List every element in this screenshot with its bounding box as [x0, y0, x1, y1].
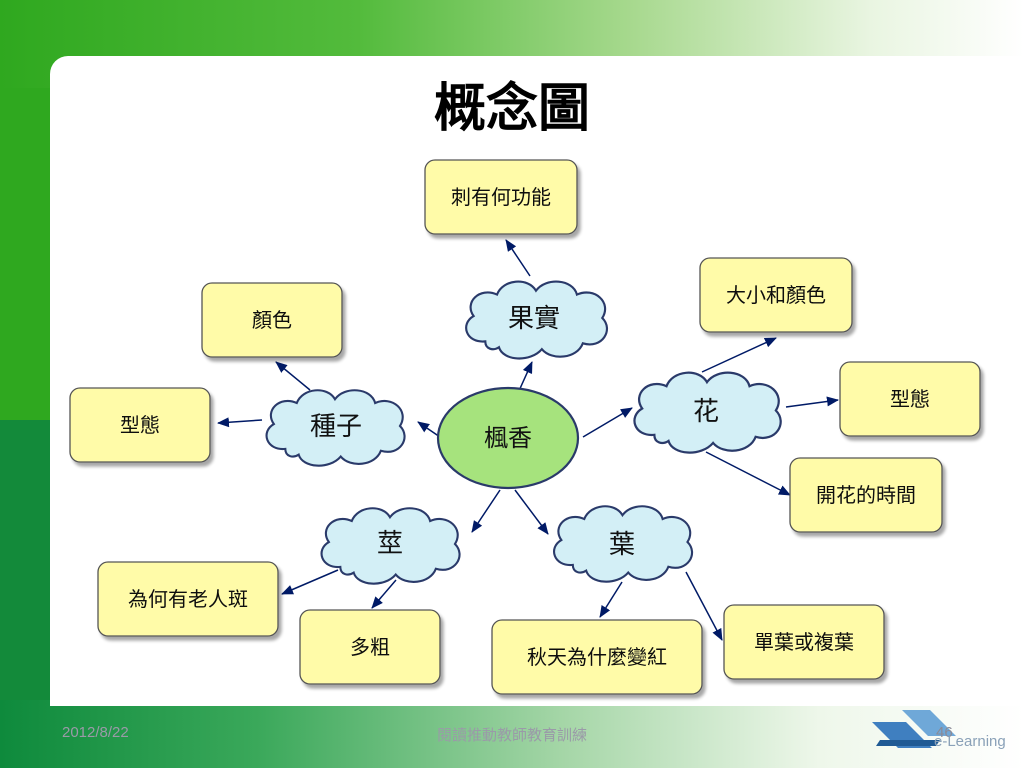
node-leaf-type-label: 單葉或複葉	[754, 630, 854, 654]
node-seed-color: 顏色	[201, 282, 343, 358]
link-center-leaf	[514, 489, 549, 535]
cloud-leaf: 葉	[552, 505, 694, 583]
node-flower-shape: 型態	[839, 361, 981, 437]
node-flower-time-label: 開花的時間	[816, 483, 916, 507]
e-learning-logo-icon	[872, 710, 956, 748]
node-stem-spots-label: 為何有老人斑	[128, 587, 248, 611]
link-center-seed	[417, 421, 441, 438]
link-stem-thick	[371, 579, 397, 609]
node-seed-shape: 型態	[69, 387, 211, 463]
slide-footer-text: 閱讀推動教師教育訓練	[436, 726, 587, 744]
cloud-seed-label: 種子	[310, 412, 362, 442]
node-stem-spots: 為何有老人斑	[97, 561, 279, 637]
cloud-fruit: 果實	[465, 280, 609, 360]
node-flower-shape-label: 型態	[890, 387, 930, 411]
node-stem-thickness-label: 多粗	[350, 635, 390, 659]
node-seed-color-label: 顏色	[252, 308, 292, 332]
link-leaf-type	[685, 571, 723, 641]
link-flower-shape	[785, 396, 839, 408]
cloud-flower: 花	[633, 371, 782, 454]
link-leaf-red	[599, 581, 623, 618]
node-leaf-red: 秋天為什麼變紅	[491, 619, 703, 695]
cloud-stem: 莖	[320, 507, 461, 585]
node-flower-size-label: 大小和顏色	[726, 283, 826, 307]
node-stem-thickness: 多粗	[299, 609, 441, 685]
link-center-flower	[582, 407, 633, 438]
node-flower-size: 大小和顏色	[699, 257, 853, 333]
center-node-label: 楓香	[484, 424, 532, 452]
node-leaf-red-label: 秋天為什麼變紅	[527, 645, 667, 669]
cloud-leaf-label: 葉	[609, 530, 635, 560]
slide-page-number: 46	[936, 724, 953, 741]
cloud-flower-label: 花	[693, 397, 719, 427]
topic-nodes: 果實 種子 花 莖 葉	[265, 280, 782, 585]
link-flower-time	[705, 451, 791, 496]
link-flower-size	[701, 337, 777, 373]
node-leaf-type: 單葉或複葉	[723, 604, 885, 680]
e-learning-logo-text: e-Learning	[934, 733, 1006, 750]
center-node: 楓香	[436, 386, 580, 490]
cloud-seed: 種子	[265, 389, 406, 467]
detail-nodes: 刺有何功能 顏色 型態 大小和顏色 型態 開花的時間 為何有老人斑 多粗	[69, 159, 981, 695]
slide-date: 2012/8/22	[62, 724, 129, 741]
link-stem-spots	[281, 569, 339, 595]
node-seed-shape-label: 型態	[120, 413, 160, 437]
cloud-fruit-label: 果實	[508, 304, 560, 334]
background-bottom-band	[0, 700, 1024, 768]
link-fruit-thorn	[505, 239, 531, 277]
diagram-links	[217, 239, 839, 641]
node-thorn-function-label: 刺有何功能	[451, 185, 551, 209]
cloud-stem-label: 莖	[377, 529, 403, 559]
slide-title: 概念圖	[433, 78, 590, 139]
node-thorn-function: 刺有何功能	[424, 159, 578, 235]
node-flower-time: 開花的時間	[789, 457, 943, 533]
link-seed-color	[275, 361, 311, 391]
link-center-stem	[471, 489, 501, 533]
link-seed-shape	[217, 417, 263, 428]
